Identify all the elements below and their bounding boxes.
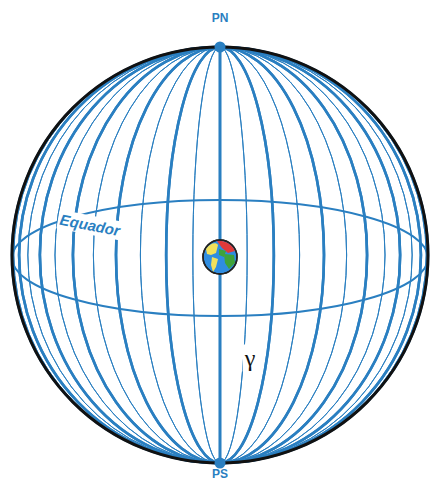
meridian-line xyxy=(14,47,426,463)
sphere-outline xyxy=(12,47,428,463)
equator-label: Equador xyxy=(56,209,123,240)
pole-dot xyxy=(215,42,226,53)
meridian-line xyxy=(140,47,299,463)
meridian-line xyxy=(193,47,247,463)
meridian-line xyxy=(28,47,412,463)
meridians xyxy=(12,47,428,463)
meridian-line xyxy=(116,47,324,463)
meridian-line xyxy=(166,47,274,463)
pole-dot xyxy=(215,458,226,469)
meridian-line xyxy=(140,47,299,463)
meridian-line xyxy=(12,47,428,463)
earth-icon xyxy=(203,240,237,274)
meridian-line xyxy=(19,47,421,463)
vernal-point-symbol: γ xyxy=(243,345,258,372)
meridian-line xyxy=(73,47,367,463)
meridian-line xyxy=(40,47,400,463)
meridian-line xyxy=(73,47,367,463)
meridian-line xyxy=(93,47,346,463)
meridian-line xyxy=(193,47,247,463)
pole-label: PS xyxy=(212,467,228,481)
meridian-line xyxy=(116,47,324,463)
meridian-line xyxy=(28,47,412,463)
equator-line xyxy=(12,200,428,316)
meridian-line xyxy=(55,47,385,463)
meridian-line xyxy=(55,47,385,463)
meridian-line xyxy=(14,47,426,463)
meridian-line xyxy=(93,47,346,463)
meridian-line xyxy=(166,47,274,463)
meridian-line xyxy=(40,47,400,463)
pole-label: PN xyxy=(212,11,229,25)
meridian-line xyxy=(19,47,421,463)
